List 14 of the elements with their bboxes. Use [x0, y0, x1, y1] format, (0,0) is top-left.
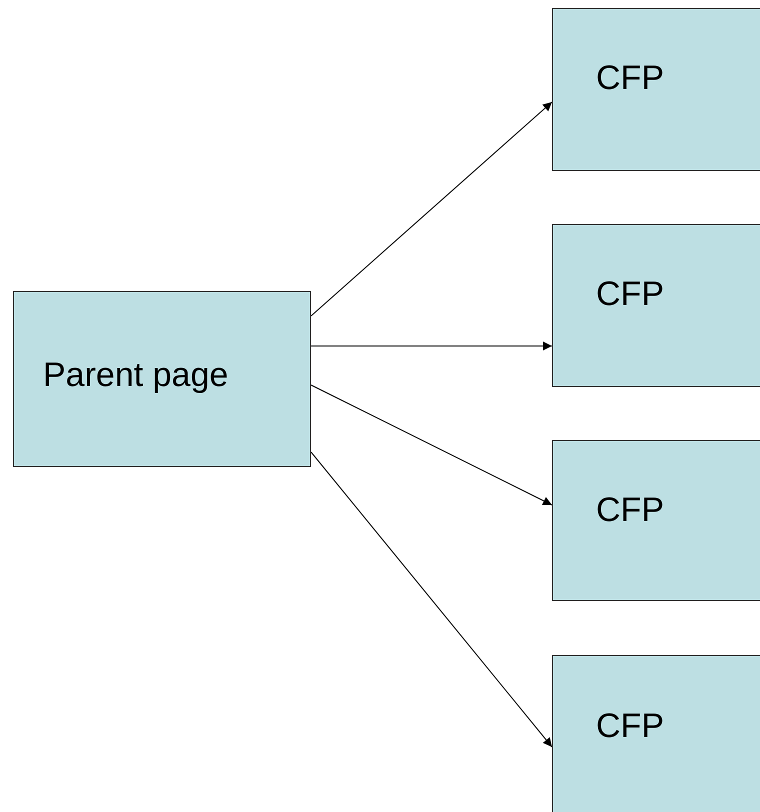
arrow: [310, 452, 552, 748]
box-label: CFP: [596, 59, 664, 98]
box-label: CFP: [596, 491, 664, 530]
arrow: [310, 384, 552, 506]
page-box: [552, 8, 760, 171]
box-label: CFP: [596, 707, 664, 746]
arrow: [310, 102, 552, 316]
box-label: CFP: [596, 275, 664, 314]
arrow: [310, 342, 552, 350]
page-box: [13, 291, 311, 467]
page-box: [552, 440, 760, 601]
page-box: [552, 655, 760, 812]
box-label: Parent page: [43, 356, 228, 395]
page-box: [552, 224, 760, 387]
